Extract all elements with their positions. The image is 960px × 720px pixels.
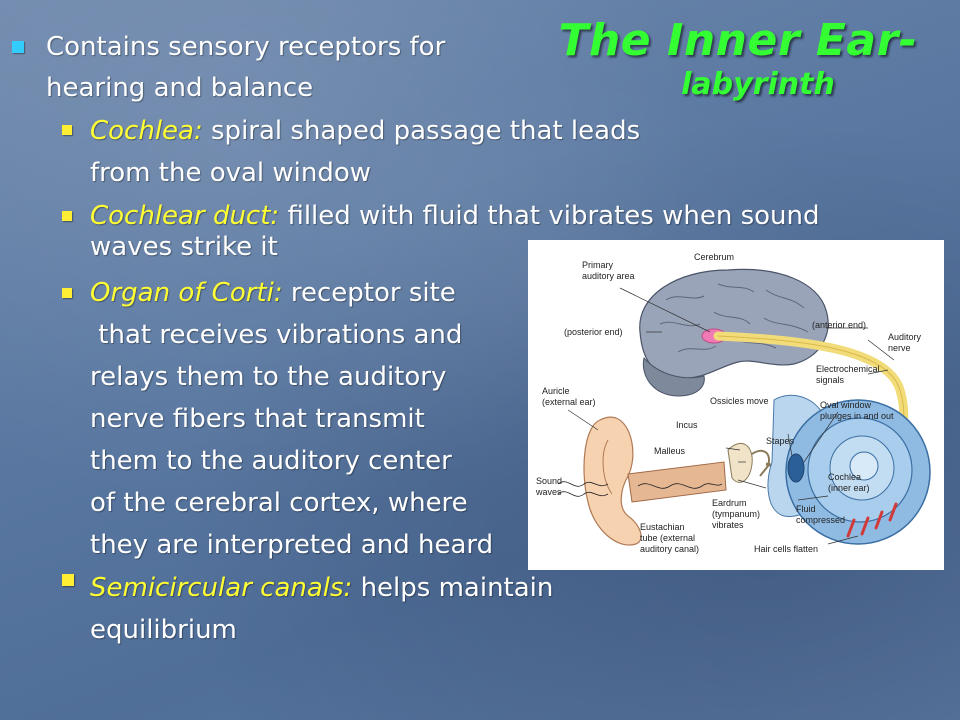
label-electro-line-1: Electrochemical bbox=[816, 364, 880, 374]
label-auditory-line-2: nerve bbox=[888, 343, 911, 353]
label-primary-line-2: auditory area bbox=[582, 271, 635, 281]
label-auricle-line-1: Auricle bbox=[542, 386, 570, 396]
label-sound-line-2: waves bbox=[535, 487, 562, 497]
sub-bullet-marker bbox=[62, 288, 72, 298]
term-organ-of-corti: Organ of Corti: bbox=[90, 278, 283, 308]
ear-brain-diagram: Cerebrum Primary auditory area (posterio… bbox=[528, 240, 944, 570]
label-posterior: (posterior end) bbox=[564, 327, 623, 337]
bullet-marker bbox=[12, 41, 24, 53]
cochlea-illustration bbox=[767, 394, 931, 545]
label-incus: Incus bbox=[676, 420, 698, 430]
label-eustachian-line-2: tube (external bbox=[640, 533, 695, 543]
auricle-illustration bbox=[583, 416, 642, 546]
title-line-2: labyrinth bbox=[681, 67, 835, 102]
label-fluid-line-1: Fluid bbox=[796, 504, 816, 514]
label-cerebrum: Cerebrum bbox=[694, 252, 734, 262]
brain-illustration bbox=[639, 268, 829, 397]
label-auricle-line-2: (external ear) bbox=[542, 397, 596, 407]
bullet-cochlea: Cochlea: spiral shaped passage that lead… bbox=[90, 116, 640, 146]
label-fluid-line-2: compressed bbox=[796, 515, 845, 525]
sub-bullet-marker bbox=[62, 125, 72, 135]
term-cochlear-duct: Cochlear duct: bbox=[90, 201, 280, 231]
bullet-cochlear-duct-line-2: waves strike it bbox=[90, 232, 278, 262]
ossicles bbox=[727, 443, 753, 483]
label-eardrum-line-2: (tympanum) bbox=[712, 509, 760, 519]
bullet-organ-of-corti: Organ of Corti: receptor site bbox=[90, 278, 456, 308]
bullet-organ-line-6: of the cerebral cortex, where bbox=[90, 488, 468, 518]
label-malleus: Malleus bbox=[654, 446, 686, 456]
bullet-organ-line-2: that receives vibrations and bbox=[90, 320, 463, 350]
label-eardrum-line-3: vibrates bbox=[712, 520, 744, 530]
label-oval-line-1: Oval window bbox=[820, 400, 872, 410]
label-cochlea-line-2: (inner ear) bbox=[828, 483, 870, 493]
bullet-semicircular-canals-text: helps maintain bbox=[352, 573, 554, 603]
label-anterior: (anterior end) bbox=[812, 320, 866, 330]
bullet-semicircular-line-2: equilibrium bbox=[90, 615, 237, 645]
bullet-1-line-1: Contains sensory receptors for bbox=[46, 32, 446, 62]
label-cochlea-line-1: Cochlea bbox=[828, 472, 861, 482]
ear-brain-illustration: Cerebrum Primary auditory area (posterio… bbox=[535, 252, 931, 554]
label-primary-line-1: Primary bbox=[582, 260, 613, 270]
slide-title: The Inner Ear- labyrinth bbox=[528, 14, 948, 102]
sub-bullet-marker bbox=[62, 574, 74, 586]
label-sound-line-1: Sound bbox=[536, 476, 562, 486]
bullet-cochlear-duct: Cochlear duct: filled with fluid that vi… bbox=[90, 201, 820, 231]
label-eustachian-line-3: auditory canal) bbox=[640, 544, 699, 554]
term-semicircular-canals: Semicircular canals: bbox=[90, 573, 353, 603]
bullet-organ-line-3: relays them to the auditory bbox=[90, 362, 447, 392]
bullet-organ-of-corti-text: receptor site bbox=[282, 278, 456, 308]
label-electro-line-2: signals bbox=[816, 375, 845, 385]
label-hair-cells: Hair cells flatten bbox=[754, 544, 818, 554]
label-eardrum-line-1: Eardrum bbox=[712, 498, 747, 508]
label-ossicles: Ossicles move bbox=[710, 396, 769, 406]
sub-bullet-marker bbox=[62, 211, 72, 221]
leader-lines bbox=[567, 287, 895, 545]
title-line-1: The Inner Ear- bbox=[558, 15, 918, 66]
label-oval-line-2: plunges in and out bbox=[820, 411, 894, 421]
label-auditory-line-1: Auditory bbox=[888, 332, 922, 342]
bullet-organ-line-5: them to the auditory center bbox=[90, 446, 452, 476]
bullet-cochlear-duct-text: filled with fluid that vibrates when sou… bbox=[279, 201, 820, 231]
bullet-1-line-2: hearing and balance bbox=[46, 73, 314, 103]
ear-canal bbox=[627, 461, 727, 503]
label-stapes: Stapes bbox=[766, 436, 795, 446]
bullet-cochlea-line-2: from the oval window bbox=[90, 158, 372, 188]
label-eustachian-line-1: Eustachian bbox=[640, 522, 685, 532]
bullet-cochlea-text: spiral shaped passage that leads bbox=[202, 116, 641, 146]
term-cochlea: Cochlea: bbox=[90, 116, 203, 146]
bullet-organ-line-4: nerve fibers that transmit bbox=[90, 404, 425, 434]
bullet-semicircular-canals: Semicircular canals: helps maintain bbox=[90, 573, 553, 603]
bullet-organ-line-7: they are interpreted and heard bbox=[90, 530, 494, 560]
